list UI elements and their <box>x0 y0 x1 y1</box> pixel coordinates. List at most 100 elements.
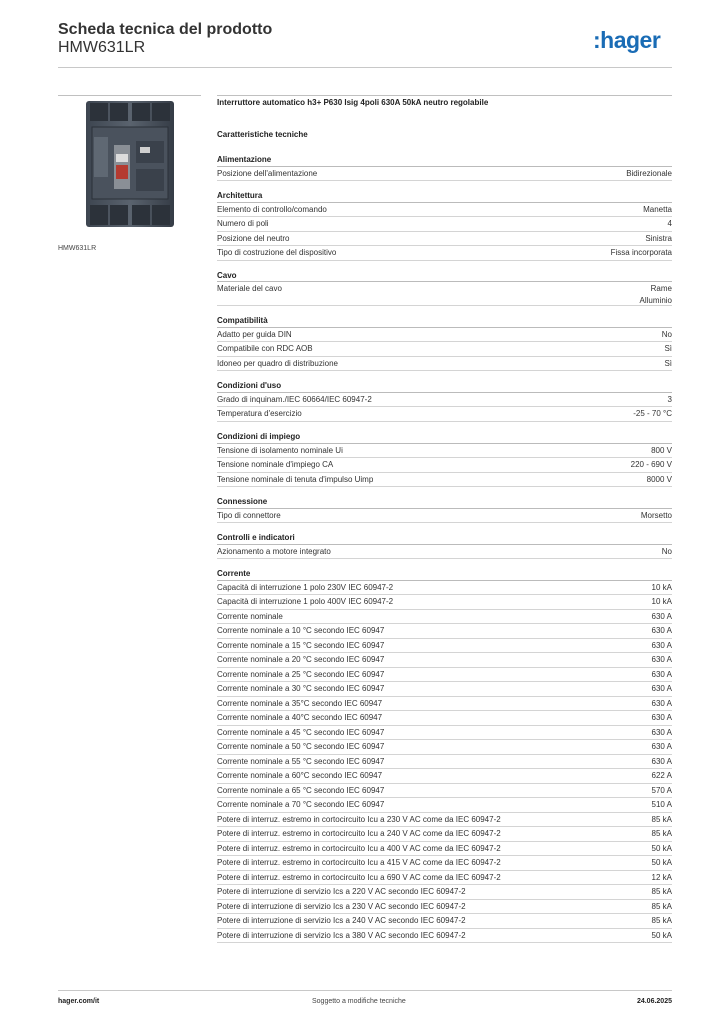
spec-label: Azionamento a motore integrato <box>217 546 331 556</box>
spec-label: Corrente nominale a 70 °C secondo IEC 60… <box>217 800 385 810</box>
footer-divider <box>58 990 672 991</box>
spec-value: 800 V <box>651 445 672 455</box>
spec-value: 50 kA <box>651 858 672 868</box>
spec-value: 3 <box>667 394 672 404</box>
spec-label: Potere di interruzione di servizio Ics a… <box>217 901 466 911</box>
spec-label: Corrente nominale a 20 °C secondo IEC 60… <box>217 655 385 665</box>
spec-value: 220 - 690 V <box>630 460 672 470</box>
spec-label: Numero di poli <box>217 219 269 229</box>
spec-row: Tensione nominale d'impiego CA 220 - 690 … <box>217 458 672 473</box>
spec-label: Tensione nominale d'impiego CA <box>217 460 334 470</box>
spec-row: Posizione dell'alimentazione Bidirezional… <box>217 167 672 182</box>
spec-value: 85 kA <box>651 814 672 824</box>
spec-value: 630 A <box>651 727 672 737</box>
spec-row: Tensione di isolamento nominale Ui 800 V <box>217 444 672 459</box>
spec-label: Corrente nominale a 45 °C secondo IEC 60… <box>217 727 385 737</box>
spec-value: 10 kA <box>651 582 672 592</box>
section-title: Corrente <box>217 568 672 581</box>
spec-value: 630 A <box>651 742 672 752</box>
spec-value: 630 A <box>651 669 672 679</box>
spec-row: Potere di interruz. estremo in cortocirc… <box>217 842 672 857</box>
spec-row: Corrente nominale a 70 °C secondo IEC 60… <box>217 798 672 813</box>
spec-row: Potere di interruzione di servizio Ics a… <box>217 900 672 915</box>
spec-value: 622 A <box>651 771 672 781</box>
spec-value: 630 A <box>651 626 672 636</box>
spec-value: 630 A <box>651 698 672 708</box>
section-title: Condizioni di impiego <box>217 431 672 444</box>
header-divider <box>58 67 672 68</box>
spec-label: Posizione dell'alimentazione <box>217 168 318 178</box>
spec-row: Grado di inquinam./IEC 60664/IEC 60947-2… <box>217 393 672 408</box>
spec-value: -25 - 70 °C <box>633 409 672 419</box>
spec-value: 85 kA <box>651 829 672 839</box>
spec-value: Sì <box>664 344 672 354</box>
spec-label: Potere di interruzione di servizio Ics a… <box>217 930 466 940</box>
spec-value: Manetta <box>643 204 672 214</box>
spec-row: Capacità di interruzione 1 polo 400V IEC… <box>217 595 672 610</box>
spec-label: Tensione nominale di tenuta d'impulso Ui… <box>217 474 374 484</box>
spec-value: 630 A <box>651 684 672 694</box>
spec-label: Tensione di isolamento nominale Ui <box>217 445 343 455</box>
spec-label: Corrente nominale a 50 °C secondo IEC 60… <box>217 742 385 752</box>
spec-label: Corrente nominale a 25 °C secondo IEC 60… <box>217 669 385 679</box>
spec-row: Corrente nominale a 15 °C secondo IEC 60… <box>217 639 672 654</box>
spec-row: Potere di interruz. estremo in cortocirc… <box>217 813 672 828</box>
section-title: Condizioni d'uso <box>217 380 672 393</box>
spec-label: Potere di interruz. estremo in cortocirc… <box>217 872 501 882</box>
spec-label: Idoneo per quadro di distribuzione <box>217 358 338 368</box>
spec-value: 10 kA <box>651 597 672 607</box>
spec-row: Corrente nominale a 35°C secondo IEC 609… <box>217 697 672 712</box>
spec-row: Corrente nominale a 25 °C secondo IEC 60… <box>217 668 672 683</box>
spec-label: Corrente nominale a 10 °C secondo IEC 60… <box>217 626 385 636</box>
spec-row: Corrente nominale a 45 °C secondo IEC 60… <box>217 726 672 741</box>
section-title: Controlli e indicatori <box>217 532 672 545</box>
spec-value: 50 kA <box>651 843 672 853</box>
spec-label: Potere di interruz. estremo in cortocirc… <box>217 858 501 868</box>
spec-row: Posizione del neutro Sinistra <box>217 232 672 247</box>
spec-label: Corrente nominale a 55 °C secondo IEC 60… <box>217 756 385 766</box>
spec-row: Corrente nominale a 60°C secondo IEC 609… <box>217 769 672 784</box>
product-image-caption: HMW631LR <box>58 245 97 252</box>
product-code: HMW631LR <box>58 39 146 56</box>
spec-label: Potere di interruzione di servizio Ics a… <box>217 916 466 926</box>
footer-notice: Soggetto a modifiche tecniche <box>312 998 406 1005</box>
footer-website-link[interactable]: hager.com/it <box>58 998 100 1005</box>
spec-column: Interruttore automatico h3+ P630 Isig 4p… <box>217 95 672 952</box>
spec-label: Materiale del cavo <box>217 284 282 294</box>
spec-row: Corrente nominale a 65 °C secondo IEC 60… <box>217 784 672 799</box>
spec-row: Corrente nominale a 20 °C secondo IEC 60… <box>217 653 672 668</box>
spec-label: Posizione del neutro <box>217 233 290 243</box>
spec-row: Tensione nominale di tenuta d'impulso Ui… <box>217 473 672 488</box>
spec-value: Sinistra <box>645 233 672 243</box>
spec-row: Corrente nominale a 40°C secondo IEC 609… <box>217 711 672 726</box>
circuit-breaker-image <box>85 101 174 227</box>
spec-value: No <box>661 329 672 339</box>
spec-value: 630 A <box>651 756 672 766</box>
spec-label: Corrente nominale a 15 °C secondo IEC 60… <box>217 640 385 650</box>
spec-row: Potere di interruzione di servizio Ics a… <box>217 885 672 900</box>
section-title: Connessione <box>217 496 672 509</box>
characteristics-title: Caratteristiche tecniche <box>217 130 308 139</box>
spec-value: 85 kA <box>651 887 672 897</box>
hager-logo: :hager <box>593 28 661 53</box>
spec-label: Corrente nominale <box>217 611 283 621</box>
spec-value: Bidirezionale <box>626 168 672 178</box>
spec-label: Corrente nominale a 35°C secondo IEC 609… <box>217 698 383 708</box>
spec-row: Potere di interruzione di servizio Ics a… <box>217 929 672 944</box>
section-title: Cavo <box>217 270 672 283</box>
spec-value: 630 A <box>651 640 672 650</box>
